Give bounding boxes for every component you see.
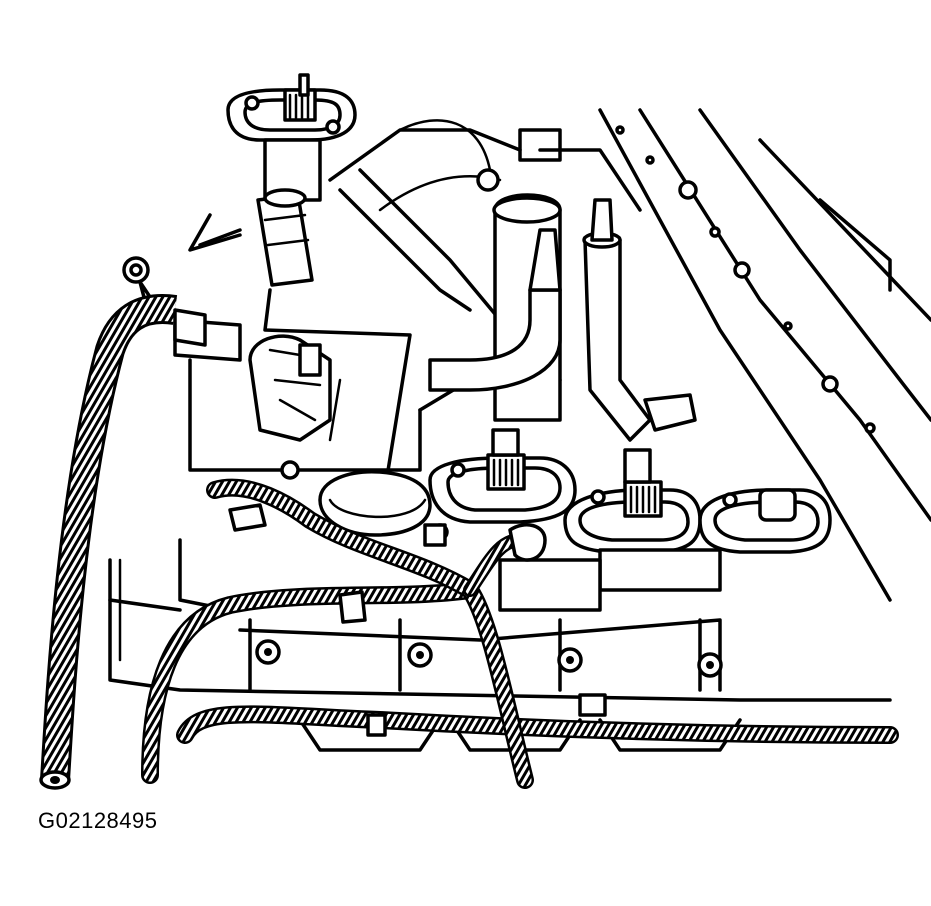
ignition-coil-exploded [188, 73, 412, 522]
figure-id-label: G02128495 [38, 808, 158, 833]
ignition-coil-packs [428, 428, 832, 612]
frame-rail [598, 108, 931, 602]
wiring-harness [39, 294, 899, 790]
vacuum-hoses [378, 119, 697, 442]
upper-housing [328, 128, 642, 322]
spark-plug-well [318, 470, 432, 537]
